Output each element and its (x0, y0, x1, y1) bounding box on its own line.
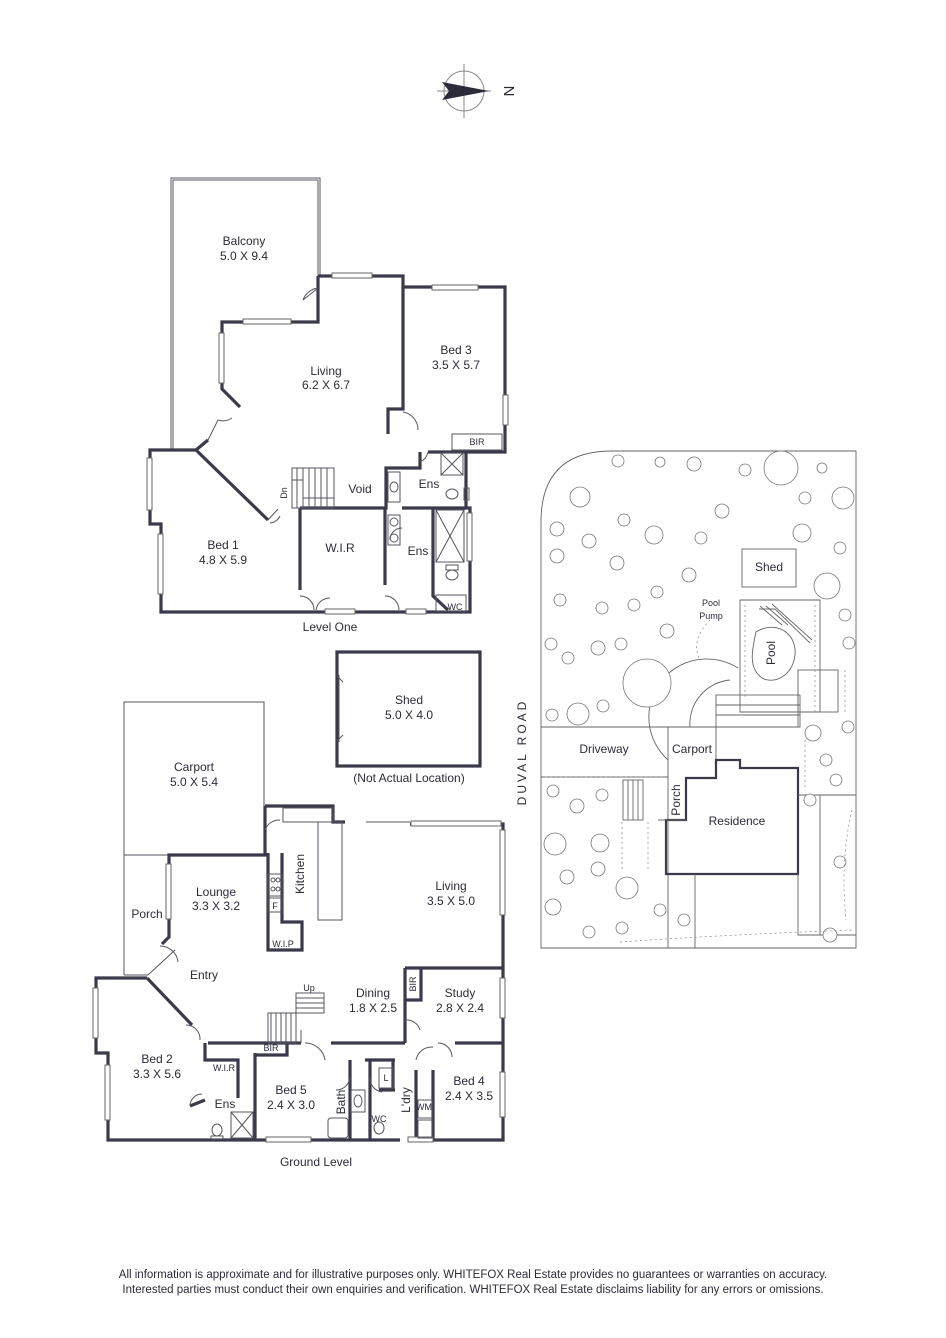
void-label: Void (348, 482, 371, 496)
shed-note: (Not Actual Location) (353, 771, 464, 785)
level-one-title: Level One (303, 620, 358, 634)
bed3-label: Bed 3 (440, 343, 472, 357)
ground-wc-label: WC (372, 1114, 387, 1124)
bed5-dims: 2.4 X 3.0 (267, 1098, 315, 1112)
pool-label: Pool (764, 641, 778, 665)
bed4-label: Bed 4 (453, 1074, 485, 1088)
fridge-label: F (272, 901, 278, 911)
bath-label: Bath (334, 1090, 348, 1115)
disclaimer: All information is approximate and for i… (0, 1268, 946, 1298)
entry-label: Entry (190, 968, 218, 982)
north-compass-icon (437, 64, 491, 118)
site-carport-label: Carport (672, 742, 713, 756)
residence-label: Residence (709, 814, 766, 828)
ground-wir-label: W.I.R (213, 1063, 235, 1073)
porch-label: Porch (131, 907, 162, 921)
ground-level-plan (92, 701, 506, 1143)
balcony-dims: 5.0 X 9.4 (220, 249, 268, 263)
pool-pump-label-2: Pump (699, 611, 723, 621)
carport-label: Carport (174, 760, 215, 774)
study-bir-label: BIR (408, 976, 418, 992)
bed5-label: Bed 5 (275, 1083, 307, 1097)
upper-ens-label: Ens (419, 477, 440, 491)
site-porch-label: Porch (669, 784, 683, 815)
lounge-label: Lounge (196, 885, 236, 899)
driveway-label: Driveway (579, 742, 628, 756)
bed3-dims: 3.5 X 5.7 (432, 358, 480, 372)
upper-living-label: Living (310, 364, 341, 378)
ground-bir-label: BIR (263, 1043, 279, 1053)
dining-label: Dining (356, 986, 390, 1000)
ground-living-dims: 3.5 X 5.0 (427, 894, 475, 908)
level-one-plan (146, 177, 509, 615)
upper-bir-label: BIR (469, 437, 485, 447)
kitchen-label: Kitchen (293, 854, 307, 894)
upper-wir-label: W.I.R (325, 541, 355, 555)
stairs-down-label: Dn (279, 487, 289, 499)
stairs-up-label: Up (303, 983, 315, 993)
ground-ens-label: Ens (215, 1097, 236, 1111)
dining-dims: 1.8 X 2.5 (349, 1001, 397, 1015)
north-label: N (500, 86, 517, 97)
disclaimer-line-2: Interested parties must conduct their ow… (122, 1284, 824, 1296)
site-hedges (545, 605, 853, 943)
bed2-dims: 3.3 X 5.6 (133, 1067, 181, 1081)
study-label: Study (445, 986, 476, 1000)
road-label: DUVAL ROAD (515, 699, 529, 806)
balcony-label: Balcony (223, 234, 266, 248)
bed1-label: Bed 1 (207, 538, 239, 552)
linen-label: L (383, 1073, 388, 1083)
washing-machine-label: WM (416, 1102, 432, 1112)
ground-level-title: Ground Level (280, 1155, 352, 1169)
upper-living-dims: 6.2 X 6.7 (302, 378, 350, 392)
site-shed-label: Shed (755, 560, 783, 574)
shed-detail-dims: 5.0 X 4.0 (385, 708, 433, 722)
carport-dims: 5.0 X 5.4 (170, 775, 218, 789)
upper-wc-label: WC (448, 602, 463, 612)
site-trees (543, 450, 856, 943)
ground-living-label: Living (435, 879, 466, 893)
site-plan (540, 450, 857, 949)
shed-detail-label: Shed (395, 693, 423, 707)
shed-detail (335, 650, 482, 768)
study-dims: 2.8 X 2.4 (436, 1001, 484, 1015)
bed1-dims: 4.8 X 5.9 (199, 553, 247, 567)
lower-ens-label: Ens (408, 544, 429, 558)
laundry-label: L'dry (399, 1087, 413, 1113)
bed2-label: Bed 2 (141, 1052, 173, 1066)
pool-pump-label-1: Pool (702, 598, 720, 608)
lounge-dims: 3.3 X 3.2 (192, 899, 240, 913)
wip-label: W.I.P (272, 939, 294, 949)
bed4-dims: 2.4 X 3.5 (445, 1089, 493, 1103)
disclaimer-line-1: All information is approximate and for i… (118, 1269, 828, 1281)
